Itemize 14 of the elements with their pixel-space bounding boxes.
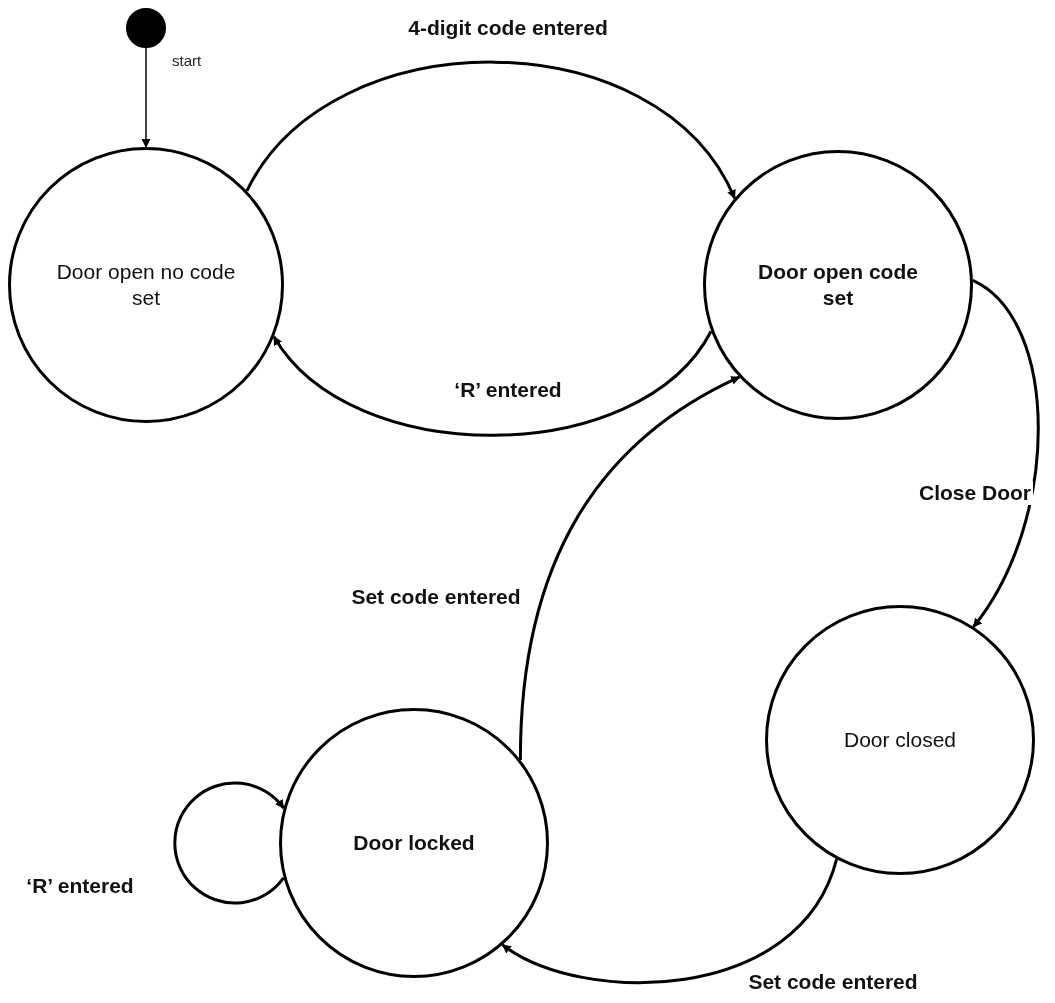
transition-arrow: [501, 858, 838, 984]
state-name: Door open no code set: [55, 258, 237, 311]
start-dot: [126, 8, 166, 48]
transition-arrow: [272, 330, 713, 437]
start-label: start: [172, 52, 202, 69]
transition-arrow: [972, 279, 1040, 628]
transition-arrow: [245, 60, 736, 199]
transition-arrow: [173, 781, 285, 905]
state-name: Door closed: [843, 726, 957, 753]
edge-label: Close Door: [917, 481, 1033, 505]
state-name: Door locked: [353, 829, 475, 856]
state-name: Door open code set: [757, 258, 919, 311]
transition-arrow: [518, 375, 741, 760]
transition-arrow: [141, 47, 151, 148]
